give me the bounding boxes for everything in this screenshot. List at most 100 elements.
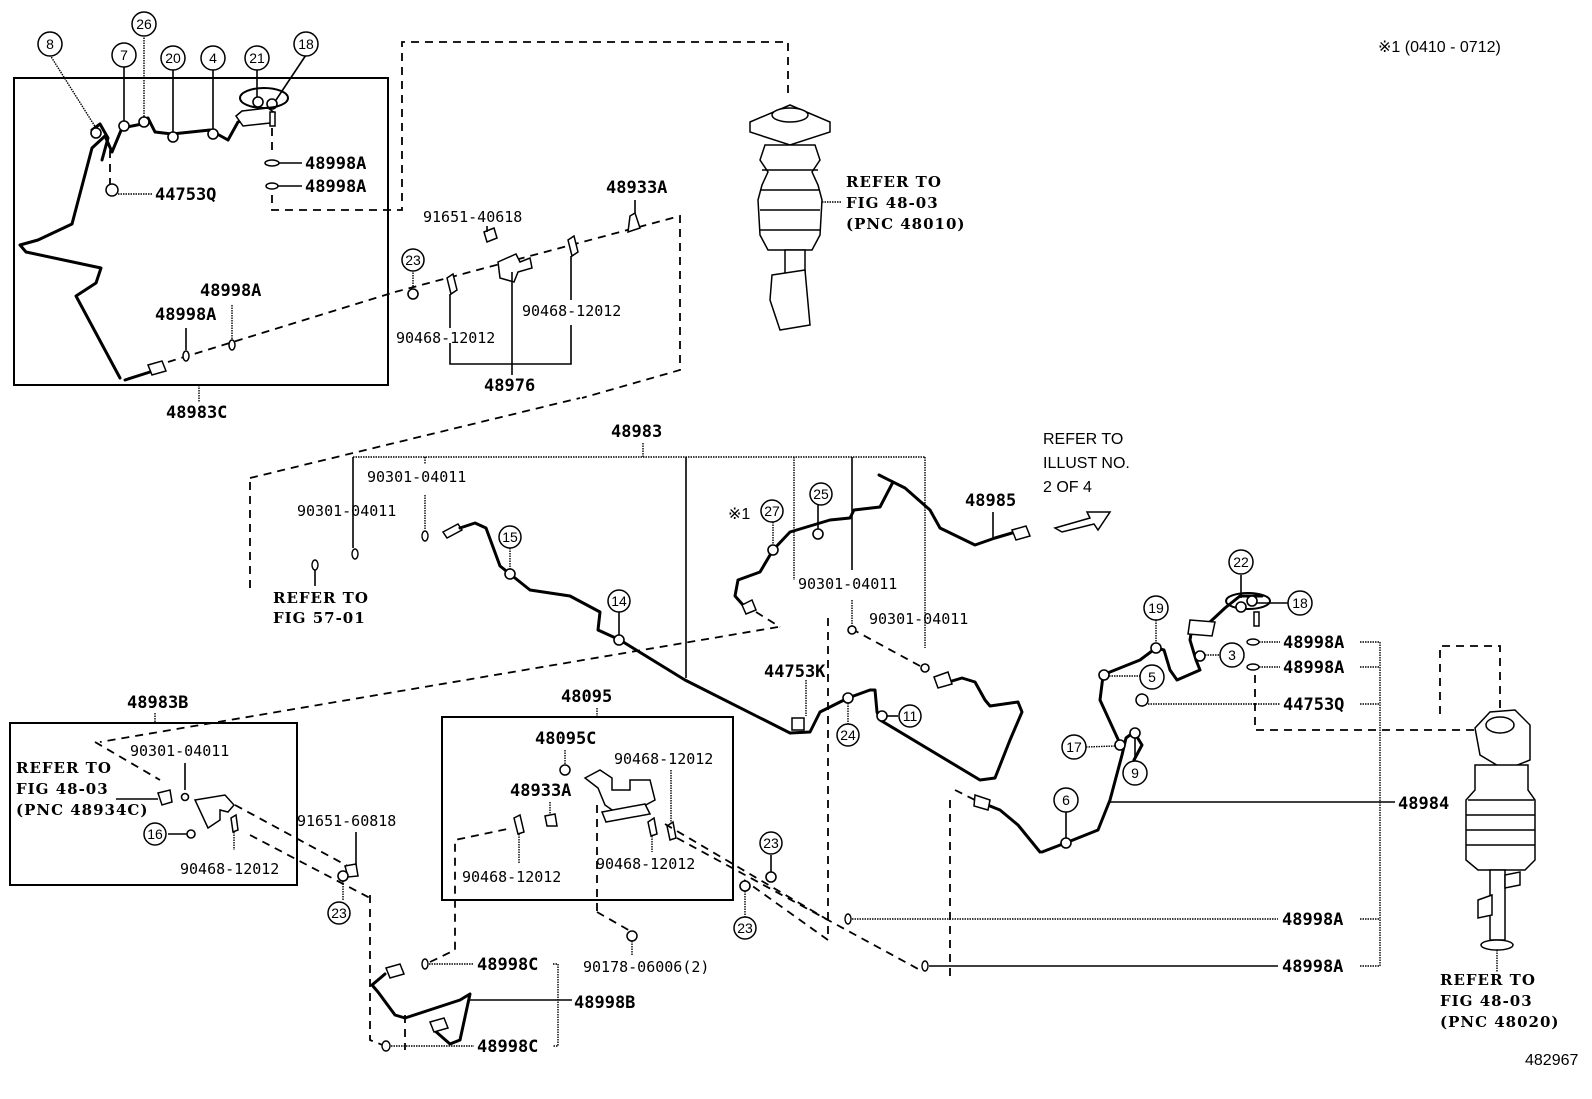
ref-rear-strut-line1[interactable]: REFER TO [1440,971,1536,989]
illustration-number: 482967 [1525,1052,1578,1069]
clip-icon [1135,693,1149,707]
callout-20: 20 [160,45,186,71]
ref-48934C-line1[interactable]: REFER TO [16,759,112,777]
svg-text:17: 17 [1066,739,1082,755]
svg-text:20: 20 [165,50,181,66]
ref-illust-line1[interactable]: REFER TO [1043,431,1123,448]
ref-rear-strut-line2[interactable]: FIG 48-03 [1440,992,1533,1010]
clamp-icon [627,211,641,234]
callout-23: 23 [733,916,757,940]
clamp-icon [544,813,558,827]
ref-fig57-line1[interactable]: REFER TO [273,589,369,607]
label-90301-04011[interactable]: 90301-04011 [130,742,229,760]
ref-illust-line3[interactable]: 2 OF 4 [1043,479,1092,496]
svg-text:27: 27 [764,503,780,519]
svg-text:5: 5 [1148,669,1156,685]
label-48976[interactable]: 48976 [484,376,535,396]
label-48998A[interactable]: 48998A [155,305,216,325]
label-48998A[interactable]: 48998A [1283,658,1344,678]
label-48998A[interactable]: 48998A [305,154,366,174]
label-48998A[interactable]: 48998A [305,177,366,197]
arrow-right-icon[interactable] [1053,511,1112,533]
label-48998A[interactable]: 48998A [1282,957,1343,977]
clip-icon [446,272,458,296]
group-48983: 48983 90301-04011 90301-04011 REFER TO F… [99,422,1130,941]
brake-line-48984 [1040,594,1264,854]
ref-front-strut-line2[interactable]: FIG 48-03 [846,194,939,212]
label-90468-12012[interactable]: 90468-12012 [614,750,713,768]
label-90301-04011[interactable]: 90301-04011 [869,610,968,628]
label-44753Q[interactable]: 44753Q [1283,695,1344,715]
svg-text:16: 16 [147,826,163,842]
ref-front-strut-line1[interactable]: REFER TO [846,173,942,191]
flare-nut-icon [973,793,991,811]
gasket-icon [264,159,280,167]
svg-text:11: 11 [903,708,918,724]
height-sensor-icon [583,769,656,813]
label-48095C[interactable]: 48095C [535,729,596,749]
pressure-sensor-part [1187,619,1216,637]
flare-nut-icon [441,523,464,539]
label-48933A[interactable]: 48933A [510,781,571,801]
label-48998C[interactable]: 48998C [477,955,538,975]
rear-strut-assembly: REFER TO FIG 48-03 (PNC 48020) [1440,709,1560,1031]
label-90301-04011[interactable]: 90301-04011 [297,502,396,520]
bushing-icon [559,764,571,776]
label-91651-60818[interactable]: 91651-60818 [297,812,396,830]
svg-text:24: 24 [840,727,856,743]
label-90468-12012[interactable]: 90468-12012 [396,329,495,347]
label-48998A[interactable]: 48998A [1282,910,1343,930]
label-48998B[interactable]: 48998B [574,993,635,1013]
fitting-icon [157,789,173,806]
callout-14: 14 [607,589,631,613]
callout-27: 27 [760,499,784,523]
valve-bracket-icon [193,794,235,830]
callout-7: 7 [111,42,137,68]
svg-text:18: 18 [1292,595,1308,611]
ref-rear-strut-line3[interactable]: (PNC 48020) [1440,1013,1560,1031]
label-90178-06006[interactable]: 90178-06006(2) [583,958,709,976]
label-90468-12012[interactable]: 90468-12012 [596,855,695,873]
label-48933A[interactable]: 48933A [606,178,667,198]
flare-nut-icon [1010,525,1032,541]
brake-line-48998B [370,972,472,1046]
callout-6: 6 [1053,787,1079,813]
svg-text:25: 25 [813,486,829,502]
flare-nut-icon [146,360,168,376]
label-90468-12012[interactable]: 90468-12012 [462,868,561,886]
group-48984: 22 18 19 3 5 17 9 6 48998A 48998A 44753Q [954,549,1501,967]
label-48998A[interactable]: 48998A [1283,633,1344,653]
label-90301-04011[interactable]: 90301-04011 [367,468,466,486]
ref-48934C-line2[interactable]: FIG 48-03 [16,780,109,798]
label-90301-04011[interactable]: 90301-04011 [798,575,897,593]
label-48095[interactable]: 48095 [561,687,612,707]
svg-text:15: 15 [502,529,518,545]
label-48998A[interactable]: 48998A [200,281,261,301]
svg-text:8: 8 [46,36,54,52]
clip-icon [513,813,525,835]
box-48095 [441,716,734,901]
callout-9: 9 [1122,760,1148,786]
svg-text:26: 26 [136,16,152,32]
ref-illust-line2[interactable]: ILLUST NO. [1043,455,1130,472]
ref-front-strut-line3[interactable]: (PNC 48010) [846,215,966,233]
box-48983C [13,77,389,386]
label-48983[interactable]: 48983 [611,422,662,442]
label-48985[interactable]: 48985 [965,491,1016,511]
label-90468-12012[interactable]: 90468-12012 [522,302,621,320]
label-48984[interactable]: 48984 [1398,794,1449,814]
label-48983B[interactable]: 48983B [127,693,188,713]
label-91651-40618[interactable]: 91651-40618 [423,208,522,226]
label-90468-12012[interactable]: 90468-12012 [180,860,279,878]
label-48983C[interactable]: 48983C [166,403,227,423]
svg-text:9: 9 [1131,765,1139,781]
label-44753K[interactable]: 44753K [764,662,826,682]
clip-icon [230,813,239,834]
ref-fig57-line2[interactable]: FIG 57-01 [273,609,366,627]
svg-text:21: 21 [249,50,265,66]
callout-22: 22 [1228,549,1254,575]
clip-icon [666,820,677,841]
label-44753Q[interactable]: 44753Q [155,185,216,205]
label-48998C[interactable]: 48998C [477,1037,538,1057]
ref-48934C-line3[interactable]: (PNC 48934C) [16,801,148,819]
